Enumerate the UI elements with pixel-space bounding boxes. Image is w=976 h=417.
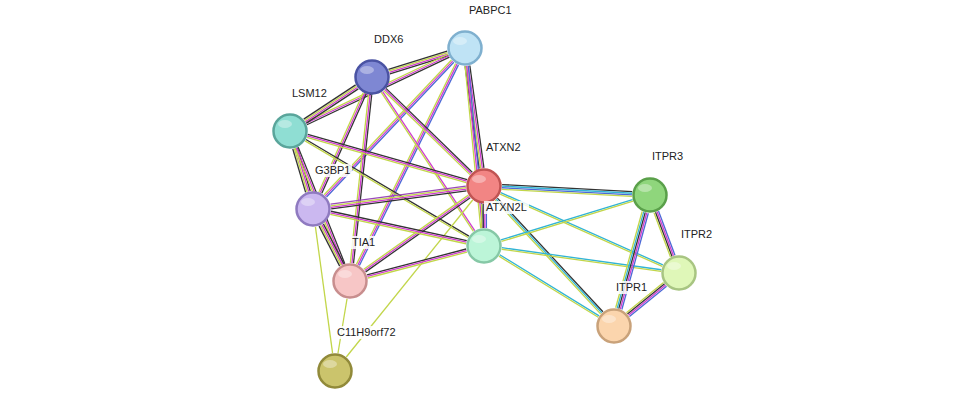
protein-node: ATXN2L [466, 228, 502, 264]
node-highlight [667, 262, 681, 270]
evidence-strand [331, 188, 466, 206]
node-circle [334, 265, 367, 298]
protein-label: C11H9orf72 [335, 326, 398, 339]
evidence-strand [502, 186, 632, 193]
evidence-strand [495, 200, 601, 314]
interaction-edge [654, 211, 675, 257]
interaction-edge [616, 212, 649, 310]
protein-node: C11H9orf72 [317, 353, 353, 389]
evidence-strand [622, 213, 648, 309]
protein-label: LSM12 [290, 87, 329, 100]
protein-circle [317, 353, 353, 389]
interaction-edge [465, 66, 484, 228]
interaction-edge [315, 227, 332, 353]
evidence-strand [502, 188, 632, 195]
evidence-strand [307, 136, 466, 181]
interaction-edge [319, 224, 344, 266]
interaction-edge [499, 255, 599, 317]
protein-circle [632, 177, 668, 213]
evidence-strand [366, 198, 471, 272]
node-highlight [472, 175, 486, 183]
protein-circle [661, 255, 697, 291]
evidence-strand [481, 204, 482, 228]
protein-node: TIA1 [332, 263, 368, 299]
node-circle [319, 355, 352, 388]
node-circle [297, 193, 330, 226]
protein-label: ITPR3 [650, 150, 685, 163]
node-highlight [453, 37, 467, 45]
node-circle [274, 115, 307, 148]
protein-circle [295, 191, 331, 227]
protein-label: ATXN2 [484, 141, 523, 154]
protein-node: ITPR2 [661, 255, 697, 291]
node-highlight [638, 184, 652, 192]
evidence-strand [368, 252, 467, 278]
evidence-strand [307, 137, 466, 182]
evidence-strand [620, 213, 646, 309]
evidence-strand [502, 189, 632, 196]
protein-node: ITPR3 [632, 177, 668, 213]
evidence-strand [319, 226, 340, 266]
protein-label: PABPC1 [467, 4, 514, 17]
evidence-strand [656, 212, 672, 256]
protein-node: LSM12 [272, 113, 308, 149]
node-circle [468, 230, 501, 263]
evidence-strand [315, 227, 332, 353]
protein-label: TIA1 [350, 236, 377, 249]
interaction-edge [331, 186, 467, 209]
protein-node: PABPC1 [447, 30, 483, 66]
protein-circle [332, 263, 368, 299]
interaction-edge [367, 249, 467, 278]
evidence-strand [654, 213, 670, 257]
node-highlight [472, 235, 486, 243]
interaction-edge [502, 185, 632, 197]
protein-circle [354, 59, 390, 95]
protein-label: DDX6 [372, 33, 405, 46]
evidence-strand [331, 191, 466, 209]
evidence-strand [367, 251, 466, 277]
protein-label: ITPR1 [614, 281, 649, 294]
node-circle [663, 257, 696, 290]
protein-label: G3BP1 [313, 164, 352, 177]
protein-circle [466, 168, 502, 204]
node-circle [598, 310, 631, 343]
protein-node: ITPR1 [596, 308, 632, 344]
protein-circle [447, 30, 483, 66]
evidence-strand [331, 186, 466, 204]
protein-circle [596, 308, 632, 344]
node-highlight [301, 198, 315, 206]
node-highlight [360, 66, 374, 74]
protein-circle [466, 228, 502, 264]
evidence-strand [465, 66, 481, 228]
evidence-strand [499, 256, 598, 317]
protein-label: ITPR2 [679, 228, 714, 241]
protein-label: ATXN2L [484, 201, 529, 214]
protein-node: ATXN2 [466, 168, 502, 204]
evidence-strand [321, 225, 342, 265]
evidence-strand [657, 212, 673, 256]
evidence-strand [323, 224, 344, 264]
evidence-strand [322, 225, 343, 265]
evidence-strand [306, 139, 469, 236]
node-circle [449, 32, 482, 65]
node-circle [356, 61, 389, 94]
interaction-edge [307, 134, 467, 182]
evidence-strand [364, 195, 469, 269]
protein-circle [272, 113, 308, 149]
evidence-strand [367, 249, 466, 275]
node-circle [634, 179, 667, 212]
evidence-strand [331, 189, 466, 207]
protein-node: DDX6 [354, 59, 390, 95]
node-highlight [602, 315, 616, 323]
node-highlight [278, 120, 292, 128]
node-highlight [323, 360, 337, 368]
node-circle [468, 170, 501, 203]
protein-node: G3BP1 [295, 191, 331, 227]
node-highlight [338, 270, 352, 278]
evidence-strand [500, 255, 599, 316]
evidence-strand [619, 212, 645, 308]
